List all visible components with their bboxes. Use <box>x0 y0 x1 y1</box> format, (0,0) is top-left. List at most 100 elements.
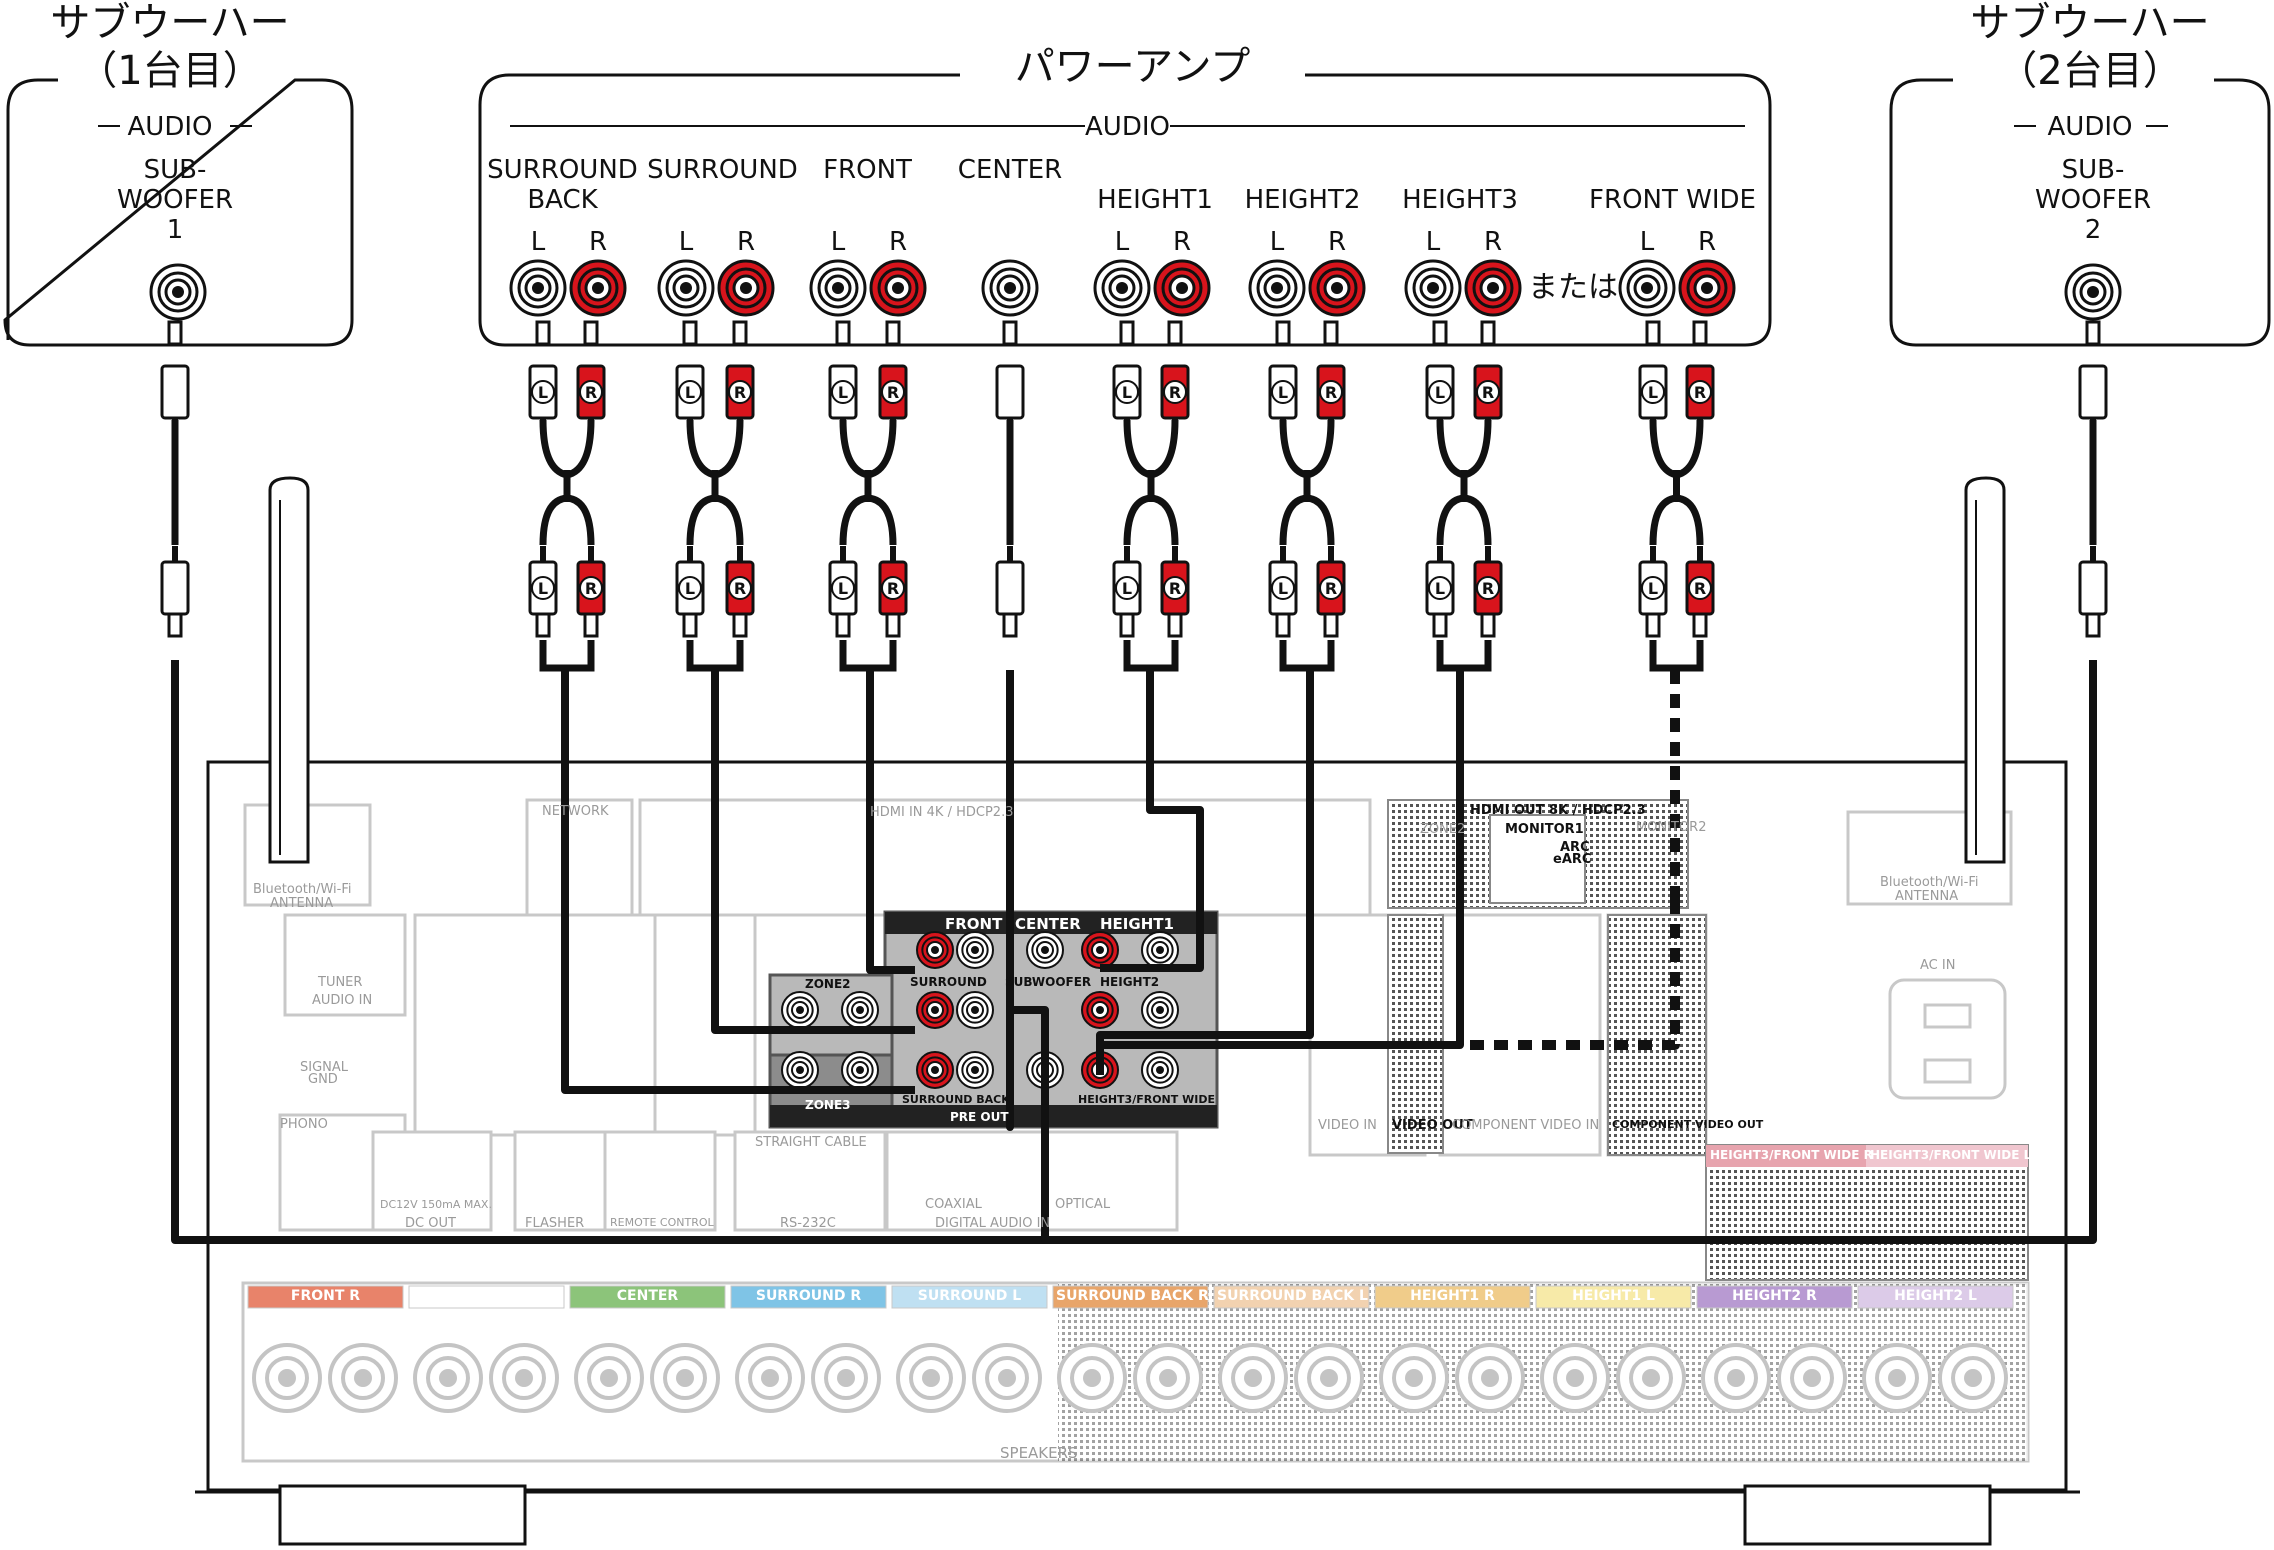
subwoofer2-box <box>1889 78 2271 347</box>
pre-out-jack-15 <box>781 991 819 1029</box>
plug-front-wide-r-top: R <box>1685 320 1715 434</box>
ac-in-label: AC IN <box>1920 958 1956 973</box>
pre-out-jack-14 <box>1141 1051 1179 1089</box>
amp-label-center: CENTER <box>957 155 1063 185</box>
speaker-terminal-label-4: SURROUND R <box>755 1288 862 1304</box>
ac-inlet <box>1888 978 2007 1100</box>
speaker-terminal-label-6: SURROUND BACK R <box>1056 1288 1209 1304</box>
pre-out-jack-7 <box>956 991 994 1029</box>
preout-zone2-label: ZONE2 <box>805 977 851 991</box>
antenna-right-label-1: Bluetooth/Wi-Fi <box>1880 875 1979 890</box>
amp-label-surround: SURROUND <box>647 155 798 185</box>
speaker-binding-post-10-minus <box>1777 1343 1847 1413</box>
svg-text:L: L <box>1435 383 1445 402</box>
amp-jack-height2-l <box>1248 259 1306 317</box>
svg-text:L: L <box>838 579 848 598</box>
plug-surround-back-r-top: R <box>576 320 606 434</box>
subwoofer2-jack <box>2064 263 2122 321</box>
subwoofer2-title: サブウーハー <box>1970 0 2210 46</box>
speaker-terminal-bar-3 <box>569 1285 726 1309</box>
amp-label-surround-back-1: SURROUND <box>487 155 638 185</box>
amp-jack-front-wide-r <box>1678 259 1736 317</box>
svg-text:R: R <box>1482 579 1494 598</box>
speaker-binding-post-6-minus <box>1133 1343 1203 1413</box>
plug-surround-r-bottom: R <box>725 546 755 638</box>
speaker-binding-post-4-plus <box>735 1343 805 1413</box>
ch-sb-r: R <box>588 227 608 257</box>
dc-spec-label: DC12V 150mA MAX. <box>380 1198 492 1211</box>
speaker-terminal-label-2: FRONT L <box>452 1288 521 1304</box>
speaker-terminal-bar-2 <box>408 1285 565 1309</box>
network-label: NETWORK <box>542 804 609 819</box>
y-cable-front-wide <box>1649 419 1704 672</box>
pre-out-jack-11 <box>956 1051 994 1089</box>
svg-text:L: L <box>1278 383 1288 402</box>
speaker-terminal-label-5: SURROUND L <box>917 1288 1022 1304</box>
speaker-binding-post-10-plus <box>1701 1343 1771 1413</box>
speaker-binding-post-9-minus <box>1616 1343 1686 1413</box>
speaker-terminal-bar-4 <box>730 1285 887 1309</box>
amp-jack-front-r <box>869 259 927 317</box>
plug-front-wide-l-bottom: L <box>1638 546 1668 638</box>
speaker-terminal-bar-7 <box>1213 1285 1370 1309</box>
svg-text:R: R <box>1325 383 1337 402</box>
amp-label-height3: HEIGHT3 <box>1402 185 1518 215</box>
svg-text:L: L <box>685 579 695 598</box>
plug-center-top <box>995 320 1025 434</box>
speaker-terminal-label-3: CENTER <box>616 1288 679 1304</box>
speaker-terminal-label-11: HEIGHT2 L <box>1894 1288 1977 1304</box>
svg-text:L: L <box>1435 579 1445 598</box>
preout-height3-fw-label: HEIGHT3/FRONT WIDE <box>1078 1093 1215 1106</box>
ch-f-l: L <box>830 227 846 257</box>
speaker-terminal-label-1: FRONT R <box>290 1288 361 1304</box>
speaker-terminal-bar-10 <box>1696 1285 1853 1309</box>
gnd-label: GND <box>308 1072 338 1087</box>
amp-jack-height3-l <box>1404 259 1462 317</box>
hdmi-out-label: HDMI OUT 8K / HDCP2.3 <box>1470 803 1646 818</box>
antenna-left-label-1: Bluetooth/Wi-Fi <box>253 882 352 897</box>
svg-text:R: R <box>1694 383 1706 402</box>
flasher-label: FLASHER <box>525 1216 585 1231</box>
y-cable-surround-back <box>539 419 595 672</box>
plug-height2-l-top: L <box>1268 320 1298 434</box>
speaker-binding-post-3-minus <box>650 1343 720 1413</box>
preout-height1-label: HEIGHT1 <box>1100 915 1174 933</box>
antenna-left-label-2: ANTENNA <box>270 896 334 911</box>
straight-cable-label: STRAIGHT CABLE <box>755 1135 867 1150</box>
plug-surround-back-l-top: L <box>528 320 558 434</box>
speaker-terminal-bar-5 <box>891 1285 1048 1309</box>
plug-front-wide-l-top: L <box>1638 320 1668 434</box>
monitor1-port <box>1489 814 1586 904</box>
svg-text:L: L <box>838 383 848 402</box>
subwoofer1-jack <box>149 263 207 321</box>
preout-surround-label: SURROUND <box>910 975 987 989</box>
svg-text:R: R <box>585 383 597 402</box>
digital-audio-in-label: DIGITAL AUDIO IN <box>935 1216 1051 1231</box>
plug-surround-l-top: L <box>675 320 705 434</box>
amp-jack-height2-r <box>1308 259 1366 317</box>
speaker-binding-post-3-plus <box>574 1343 644 1413</box>
pre-out-label: PRE OUT <box>950 1110 1009 1124</box>
preout-center-label: CENTER <box>1015 915 1081 933</box>
speaker-binding-post-9-plus <box>1540 1343 1610 1413</box>
svg-text:R: R <box>1482 383 1494 402</box>
subwoofer1-box <box>3 78 354 347</box>
speaker-binding-post-7-plus <box>1218 1343 1288 1413</box>
preout-front-label: FRONT <box>945 915 1003 933</box>
plug-surround-back-l-bottom: L <box>528 546 558 638</box>
preout-surround-back-label: SURROUND BACK <box>902 1093 1010 1106</box>
speaker-binding-post-8-plus <box>1379 1343 1449 1413</box>
svg-text:R: R <box>1169 579 1181 598</box>
speaker-terminal-label-10: HEIGHT2 R <box>1732 1288 1817 1304</box>
speaker-binding-post-4-minus <box>811 1343 881 1413</box>
subwoofer1-audio-label: AUDIO <box>127 112 213 142</box>
plug-subwoofer2-bottom <box>2078 546 2108 638</box>
plug-subwoofer2-top <box>2078 320 2108 434</box>
y-cable-height1 <box>1123 419 1179 672</box>
amp-jack-surround-l <box>657 259 715 317</box>
speaker-binding-post-11-minus <box>1938 1343 2008 1413</box>
svg-text:L: L <box>1648 579 1658 598</box>
ch-sb-l: L <box>530 227 546 257</box>
plug-front-l-top: L <box>828 320 858 434</box>
ch-h3-r: R <box>1483 227 1503 257</box>
